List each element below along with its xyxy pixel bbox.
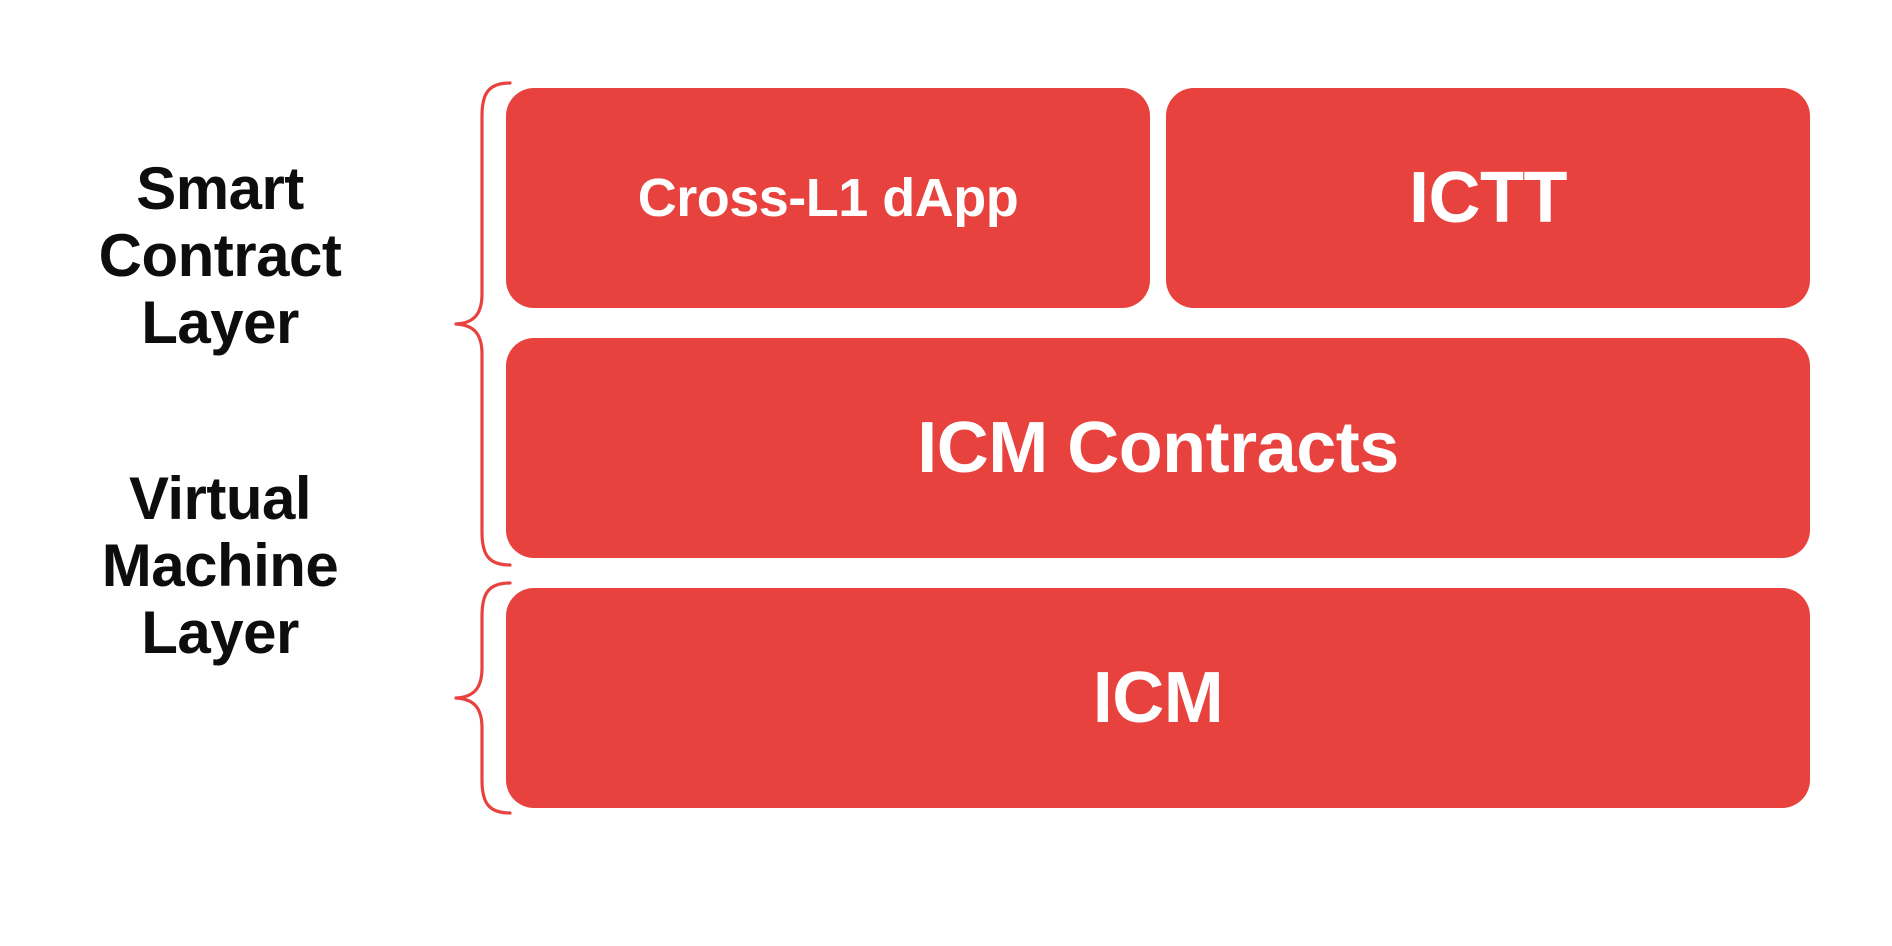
box-ictt[interactable]: ICTT	[1166, 88, 1810, 308]
box-icm[interactable]: ICM	[506, 588, 1810, 808]
smart-contract-layer-brace-icon	[448, 80, 518, 568]
box-cross-l1-dapp[interactable]: Cross-L1 dApp	[506, 88, 1150, 308]
box-icm-contracts[interactable]: ICM Contracts	[506, 338, 1810, 558]
label-line-virtual: Virtual	[128, 465, 312, 532]
label-line-machine: Machine	[101, 532, 339, 600]
label-line-layer: Layer	[141, 289, 299, 357]
label-line-contract: Contract	[98, 222, 342, 290]
smart-contract-layer-label: Smart Contract Layer	[40, 155, 400, 357]
virtual-machine-layer-brace-icon	[448, 580, 518, 816]
label-line-layer-vm: Layer	[141, 599, 299, 667]
virtual-machine-layer-label: Virtual Machine Layer	[40, 465, 400, 667]
label-line-smart: Smart	[136, 155, 304, 222]
